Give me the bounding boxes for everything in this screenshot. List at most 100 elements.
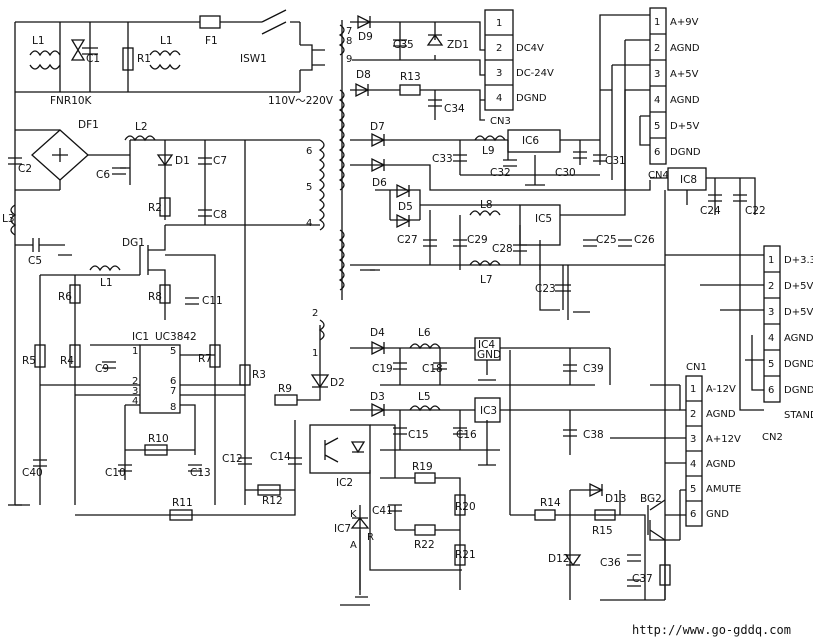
c14-label: C14 bbox=[270, 451, 291, 463]
df1-label: DF1 bbox=[78, 119, 99, 131]
d9-label: D9 bbox=[358, 31, 373, 43]
choke-l1-label-left: L1 bbox=[32, 35, 45, 47]
cn3-label-4: DGND bbox=[516, 93, 547, 104]
opto-led bbox=[350, 441, 366, 454]
cap-c40 bbox=[33, 459, 47, 467]
r7-label: R7 bbox=[198, 353, 212, 365]
cn4-pin2: 2 bbox=[654, 43, 660, 54]
cn1-pin6: 6 bbox=[690, 509, 696, 520]
r15-label: R15 bbox=[592, 525, 613, 537]
cn4-label-5: D+5V bbox=[670, 121, 699, 132]
inductor-l7 bbox=[469, 260, 501, 267]
inductor-l9 bbox=[474, 135, 506, 142]
l5-label: L5 bbox=[418, 391, 431, 403]
tx-pin4: 4 bbox=[306, 218, 312, 229]
d2-label: D2 bbox=[330, 377, 345, 389]
c30-label: C30 bbox=[555, 167, 576, 179]
resistor-r3 bbox=[239, 364, 251, 386]
bg2-label: BG2 bbox=[640, 493, 662, 505]
cap-c27 bbox=[423, 239, 437, 247]
cap-c24 bbox=[708, 194, 722, 202]
ic7-r-label: R bbox=[367, 532, 374, 543]
cn3-pin3: 3 bbox=[496, 68, 502, 79]
ic1-label: IC1 bbox=[132, 331, 149, 343]
d12-label: D12 bbox=[548, 553, 569, 565]
opto-transistor bbox=[324, 437, 339, 463]
c15-label: C15 bbox=[408, 429, 429, 441]
diode-d5 bbox=[396, 213, 411, 229]
diode-d1 bbox=[156, 154, 174, 167]
choke-l1-right bbox=[149, 50, 181, 70]
bridge-df1 bbox=[31, 129, 89, 181]
ic6-label: IC6 bbox=[522, 135, 539, 147]
cn2-name: CN2 bbox=[762, 432, 783, 443]
cn3-pin1: 1 bbox=[496, 18, 502, 29]
ic7-a-label: A bbox=[350, 540, 357, 551]
inductor-l6 bbox=[409, 343, 441, 350]
resistor-r11 bbox=[169, 509, 193, 521]
optocoupler-ic2 bbox=[309, 424, 371, 474]
c13-label: C13 bbox=[190, 467, 211, 479]
cn3-name: CN3 bbox=[490, 116, 511, 127]
connector-cn3: 1 2 3 4 DC4V DC-24V DGND CN3 bbox=[484, 9, 554, 127]
cn2-label-4: AGND bbox=[784, 333, 813, 344]
c10-label: C10 bbox=[105, 467, 126, 479]
connector-cn4: 1 2 3 4 5 6 A+9V AGND A+5V AGND D+5V DGN… bbox=[600, 7, 701, 190]
inductor-l8 bbox=[469, 210, 501, 217]
cap-c19 bbox=[393, 362, 407, 370]
resistor-r19 bbox=[414, 472, 436, 484]
ic7-k-label: K bbox=[350, 509, 357, 520]
cap-c6 bbox=[112, 167, 126, 175]
c38-label: C38 bbox=[583, 429, 604, 441]
cn1-pin1: 1 bbox=[690, 384, 696, 395]
fuse-f1 bbox=[199, 15, 221, 29]
c35-label: C35 bbox=[393, 39, 414, 51]
cn2-pin1: 1 bbox=[768, 255, 774, 266]
l3-label: L3 bbox=[2, 213, 15, 225]
resistor-r7 bbox=[209, 344, 221, 368]
c37-label: C37 bbox=[632, 573, 653, 585]
resistor-r4 bbox=[69, 344, 81, 368]
c18-label: C18 bbox=[422, 363, 443, 375]
cap-c36 bbox=[627, 554, 641, 562]
cn2-label-2: D+5V bbox=[784, 281, 813, 292]
cn3-pin2: 2 bbox=[496, 43, 502, 54]
varistor-symbol bbox=[70, 39, 86, 61]
cap-c32 bbox=[503, 159, 517, 167]
resistor-r13 bbox=[399, 84, 421, 96]
c6-label: C6 bbox=[96, 169, 110, 181]
ic3-label: IC3 bbox=[480, 405, 497, 417]
tx-pin7: 7 bbox=[346, 26, 352, 37]
choke-l3 bbox=[10, 204, 17, 236]
r14-label: R14 bbox=[540, 497, 561, 509]
r6-label: R6 bbox=[58, 291, 72, 303]
cn2-pin2: 2 bbox=[768, 281, 774, 292]
resistor-r22 bbox=[414, 524, 436, 536]
ic1-uc3842 bbox=[139, 344, 181, 414]
d7-label: D7 bbox=[370, 121, 385, 133]
c24-label: C24 bbox=[700, 205, 721, 217]
ic5 bbox=[519, 204, 561, 246]
l6-label: L6 bbox=[418, 327, 431, 339]
footer-url: http://www.go-gddq.com bbox=[632, 623, 791, 637]
cn4-label-6: DGND bbox=[670, 147, 701, 158]
resistor-r15 bbox=[594, 509, 616, 521]
r4-label: R4 bbox=[60, 355, 74, 367]
r11-label: R11 bbox=[172, 497, 193, 509]
r20-label: R20 bbox=[455, 501, 476, 513]
cap-c30 bbox=[573, 151, 587, 159]
cn3-pin4: 4 bbox=[496, 93, 502, 104]
resistor-r9 bbox=[274, 394, 298, 406]
c29-label: C29 bbox=[467, 234, 488, 246]
cn2-pin6: 6 bbox=[768, 385, 774, 396]
ic1-type-label: UC3842 bbox=[155, 331, 197, 343]
resistor-r1 bbox=[122, 47, 134, 71]
l1-primary-label: L1 bbox=[100, 277, 113, 289]
cap-c5 bbox=[15, 238, 72, 256]
primary-section: C2 DF1 L3 C5 L2 D1 C7 C6 R2 C8 DG1 L1 R6… bbox=[2, 119, 345, 521]
diode-d7 bbox=[371, 132, 386, 148]
cap-c29 bbox=[453, 239, 467, 247]
cap-c10 bbox=[118, 464, 132, 472]
cap-c23 bbox=[555, 284, 571, 292]
